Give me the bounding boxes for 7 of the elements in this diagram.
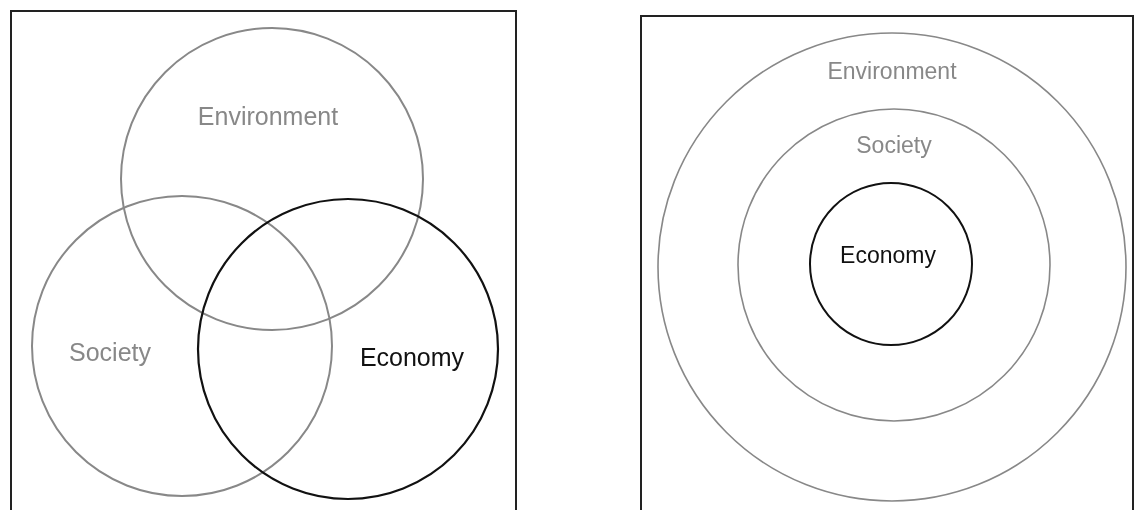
circle-label: Society (856, 131, 932, 159)
circle-label: Society (69, 337, 151, 367)
circle-label: Economy (359, 342, 465, 372)
circle-label: Economy (840, 241, 936, 269)
frame-box (10, 10, 517, 510)
circle-label: Environment (197, 101, 339, 131)
circle-label: Environment (827, 57, 957, 85)
